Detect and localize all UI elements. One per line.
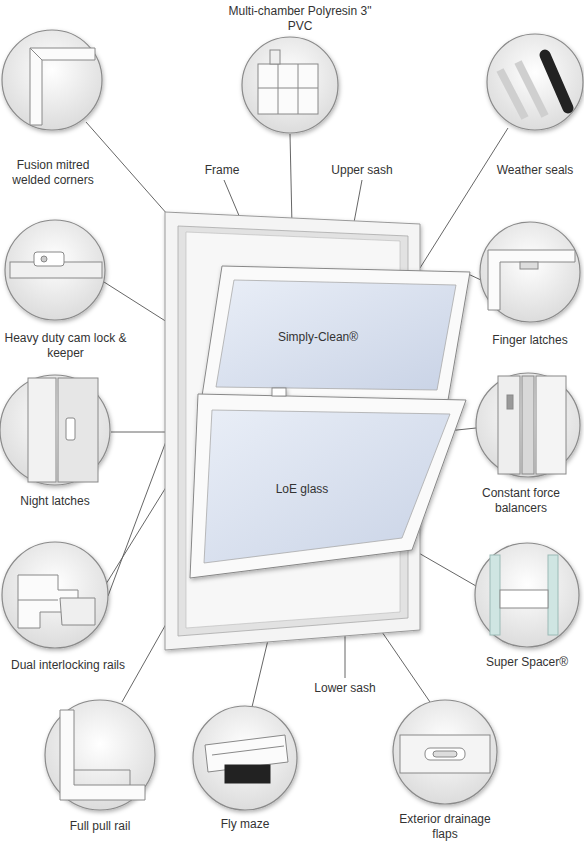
part-label: Lower sash [314, 681, 375, 696]
part-label: Finger latches [492, 333, 567, 348]
part-label: LoE glass [276, 482, 329, 497]
part-label: Frame [205, 163, 240, 178]
part-label: Heavy duty cam lock & keeper [3, 331, 128, 361]
lower-sash [190, 388, 466, 578]
detail-circles [0, 30, 583, 810]
part-label: Dual interlocking rails [11, 658, 125, 673]
part-label: Weather seals [497, 163, 573, 178]
part-label: Upper sash [331, 163, 392, 178]
part-label: Night latches [20, 494, 89, 509]
part-label: Fly maze [221, 817, 270, 832]
part-label: Super Spacer® [486, 655, 568, 670]
part-label: Constant force balancers [461, 486, 581, 516]
upper-sash [202, 266, 470, 400]
part-label: Simply-Clean® [278, 330, 358, 345]
part-label: Full pull rail [70, 819, 131, 834]
part-label: Exterior drainage flaps [385, 812, 505, 842]
leader-lines [86, 122, 508, 707]
detail-drawings [10, 48, 575, 800]
part-label: Fusion mitred welded corners [3, 158, 103, 188]
part-label: Multi-chamber Polyresin 3" PVC [225, 4, 375, 34]
